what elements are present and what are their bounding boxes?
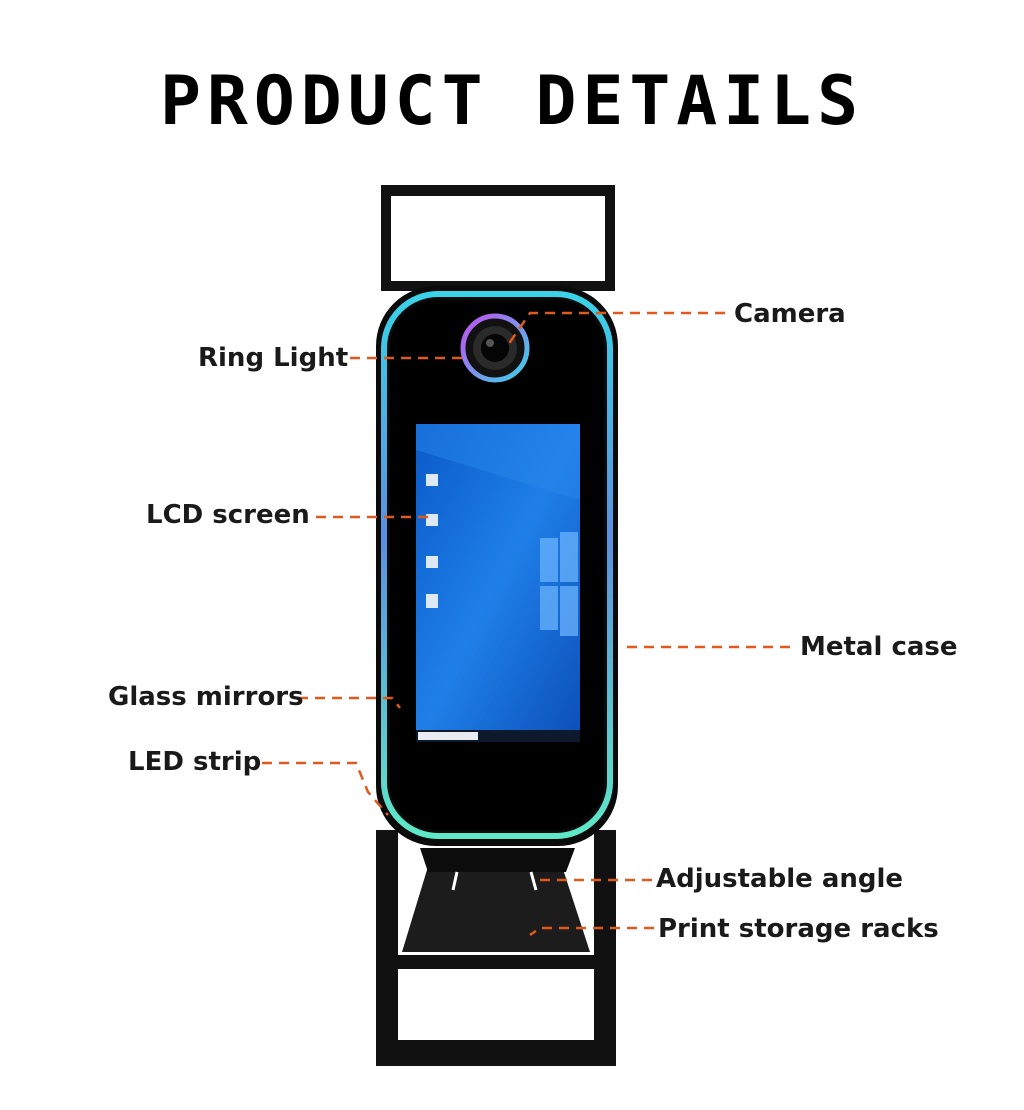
label-print-storage-racks: Print storage racks bbox=[658, 914, 939, 944]
label-led-strip: LED strip bbox=[128, 747, 262, 777]
leader-glass-mirrors bbox=[298, 696, 401, 709]
label-lcd-screen: LCD screen bbox=[146, 500, 310, 530]
label-adjustable-angle: Adjustable angle bbox=[656, 864, 904, 894]
label-camera: Camera bbox=[734, 299, 846, 329]
lcd-screen bbox=[416, 424, 580, 742]
stand bbox=[376, 830, 616, 1066]
top-sign-frame bbox=[381, 185, 615, 291]
page-title: PRODUCT DETAILS bbox=[159, 62, 865, 141]
label-metal-case: Metal case bbox=[800, 632, 958, 662]
leader-lines bbox=[262, 311, 790, 937]
leader-camera bbox=[506, 311, 725, 346]
label-ring-light: Ring Light bbox=[198, 343, 349, 373]
camera-lens bbox=[473, 326, 517, 370]
leader-print-storage-racks bbox=[529, 926, 654, 937]
led-strip bbox=[381, 291, 613, 839]
print-storage-rack bbox=[402, 848, 590, 952]
label-glass-mirrors: Glass mirrors bbox=[108, 682, 304, 712]
leader-led-strip bbox=[262, 761, 389, 816]
